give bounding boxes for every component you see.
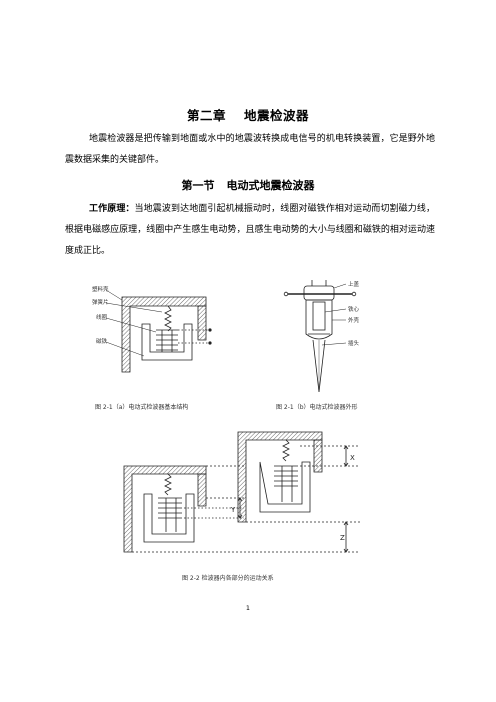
caption-figure-1b: 图 2-1（b）电动式检波器外形 [276, 404, 358, 411]
label-y: Y [230, 506, 236, 514]
label-shell: 塑料壳 [92, 285, 109, 293]
figure-2-motion [123, 431, 360, 553]
caption-figure-1a: 图 2-1（a）电动式检波器基本结构 [95, 404, 189, 411]
chapter-number: 第二章 [186, 108, 226, 123]
spring [164, 305, 172, 332]
label-spring: 弹簧片 [92, 298, 109, 306]
core [312, 301, 326, 331]
label-z: Z [340, 534, 345, 542]
label-cover: 上盖 [348, 280, 360, 288]
figure-1a-structure [105, 289, 212, 373]
plastic-shell [121, 296, 207, 373]
principle-text: 当地震波到达地面引起机械振动时，线圈对磁铁作相对运动而切割磁力线，根据电磁感应原… [65, 204, 435, 256]
label-core: 铁心 [348, 305, 360, 313]
page-number: 1 [245, 604, 251, 612]
outer-shell [305, 299, 333, 340]
coil [156, 329, 178, 351]
magnet [141, 323, 193, 361]
label-outer-shell: 外壳 [348, 316, 360, 324]
section-number: 第一节 [181, 179, 215, 192]
top-cover [303, 285, 335, 301]
label-coil: 线圈 [96, 313, 108, 321]
label-x: X [350, 454, 355, 462]
chapter-name: 地震检波器 [244, 108, 310, 123]
label-tip: 插头 [348, 339, 360, 347]
caption-figure-2: 图 2-2 检波器内各部分的运动关系 [182, 575, 274, 582]
section-name: 电动式地震检波器 [226, 179, 315, 192]
principle-label: 工作原理： [89, 204, 135, 214]
figure-1b-exterior [283, 280, 357, 393]
chapter-title: 第二章 地震检波器 [0, 105, 496, 124]
label-magnet: 磁铁 [96, 337, 108, 345]
intro-paragraph: 地震检波器是把传输到地面或水中的地震波转换成电信号的机电转换装置，它是野外地震数… [65, 134, 435, 165]
section-title: 第一节电动式地震检波器 [0, 177, 496, 193]
principle-paragraph: 工作原理：当地震波到达地面引起机械振动时，线圈对磁铁作相对运动而切割磁力线，根据… [65, 199, 435, 262]
